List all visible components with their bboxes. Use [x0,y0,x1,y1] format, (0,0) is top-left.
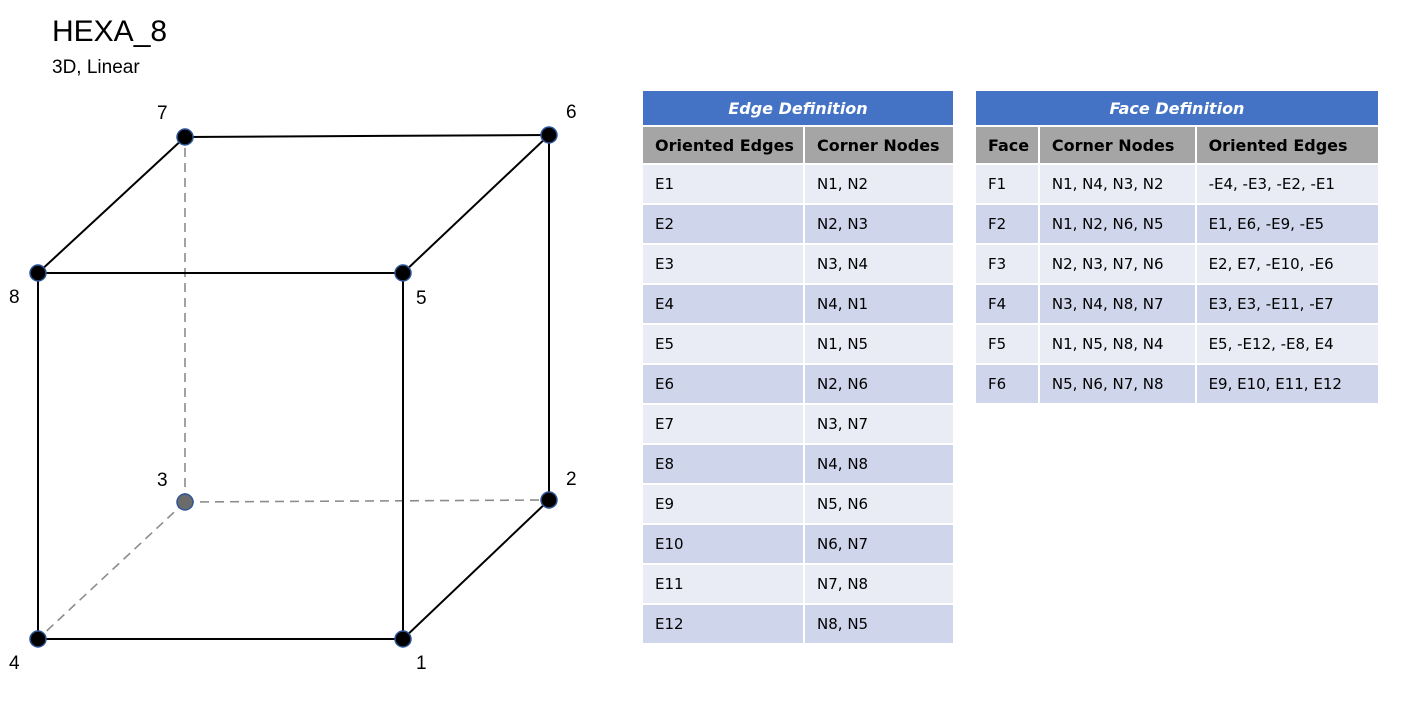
edge-corner-nodes: N1, N5 [805,325,953,363]
face-corner-nodes: N1, N2, N6, N5 [1039,205,1195,243]
face-header-oriented-edges: Oriented Edges [1196,127,1378,163]
edge-id: E8 [643,445,804,483]
face-id: F5 [976,325,1038,363]
face-id: F1 [976,165,1038,203]
face-header-corner-nodes: Corner Nodes [1039,127,1195,163]
face-id: F2 [976,205,1038,243]
node-label-1: 1 [416,653,427,674]
edge-id: E4 [643,285,804,323]
face-oriented-edges: E2, E7, -E10, -E6 [1196,245,1378,283]
hidden-edges [37,137,550,640]
node-label-3: 3 [157,470,168,491]
edge-corner-nodes: N3, N4 [805,245,953,283]
node-4 [29,630,47,648]
edge-corner-nodes: N4, N8 [805,445,953,483]
face-id: F6 [976,365,1038,403]
face-header-face: Face [976,127,1038,163]
edge-id: E6 [643,365,804,403]
node-2 [540,491,558,509]
face-oriented-edges: E3, E3, -E11, -E7 [1196,285,1378,323]
element-title: HEXA_8 [52,15,168,48]
face-corner-nodes: N1, N5, N8, N4 [1039,325,1195,363]
edge-id: E1 [643,165,804,203]
edge-corner-nodes: N4, N1 [805,285,953,323]
face-corner-nodes: N1, N4, N3, N2 [1039,165,1195,203]
element-subtitle: 3D, Linear [52,57,140,78]
face-oriented-edges: -E4, -E3, -E2, -E1 [1196,165,1378,203]
face-id: F4 [976,285,1038,323]
edge-7-6 [184,134,550,138]
node-8 [29,264,47,282]
face-oriented-edges: E9, E10, E11, E12 [1196,365,1378,403]
edge-corner-nodes: N7, N8 [805,565,953,603]
edge-8-7 [37,136,186,274]
node-label-7: 7 [157,103,168,124]
node-3-hidden [176,493,194,511]
node-label-4: 4 [9,653,20,674]
edge-corner-nodes: N6, N7 [805,525,953,563]
face-corner-nodes: N2, N3, N7, N6 [1039,245,1195,283]
face-table-title: Face Definition [976,91,1378,125]
face-corner-nodes: N3, N4, N8, N7 [1039,285,1195,323]
nodes [29,126,558,648]
edge-id: E5 [643,325,804,363]
hexa8-cube-diagram: 7 6 8 5 3 2 4 1 [9,102,577,674]
node-label-2: 2 [566,469,577,490]
edge-corner-nodes: N5, N6 [805,485,953,523]
face-definition-table: Face Definition Face Corner Nodes Orient… [974,89,1380,405]
node-label-5: 5 [416,288,427,309]
face-corner-nodes: N5, N6, N7, N8 [1039,365,1195,403]
edge-id: E11 [643,565,804,603]
edge-1-2 [402,499,550,640]
edge-definition-table: Edge Definition Oriented Edges Corner No… [641,89,955,645]
face-oriented-edges: E5, -E12, -E8, E4 [1196,325,1378,363]
edge-corner-nodes: N2, N3 [805,205,953,243]
edge-header-oriented-edges: Oriented Edges [643,127,804,163]
face-oriented-edges: E1, E6, -E9, -E5 [1196,205,1378,243]
edge-id: E9 [643,485,804,523]
edge-id: E3 [643,245,804,283]
node-1 [394,630,412,648]
edge-corner-nodes: N1, N2 [805,165,953,203]
edge-table-title: Edge Definition [643,91,953,125]
node-label-6: 6 [566,102,577,123]
node-label-8: 8 [9,287,20,308]
edge-id: E7 [643,405,804,443]
face-id: F3 [976,245,1038,283]
edge-corner-nodes: N8, N5 [805,605,953,643]
edge-id: E2 [643,205,804,243]
edge-corner-nodes: N3, N7 [805,405,953,443]
node-5 [394,264,412,282]
visible-edges [37,134,550,640]
hidden-edge-3-4 [37,501,186,640]
hidden-edge-3-2 [184,499,550,503]
node-6 [540,126,558,144]
edge-header-corner-nodes: Corner Nodes [805,127,953,163]
edge-id: E10 [643,525,804,563]
node-7 [176,128,194,146]
edge-corner-nodes: N2, N6 [805,365,953,403]
edge-id: E12 [643,605,804,643]
edge-5-6 [402,134,550,274]
